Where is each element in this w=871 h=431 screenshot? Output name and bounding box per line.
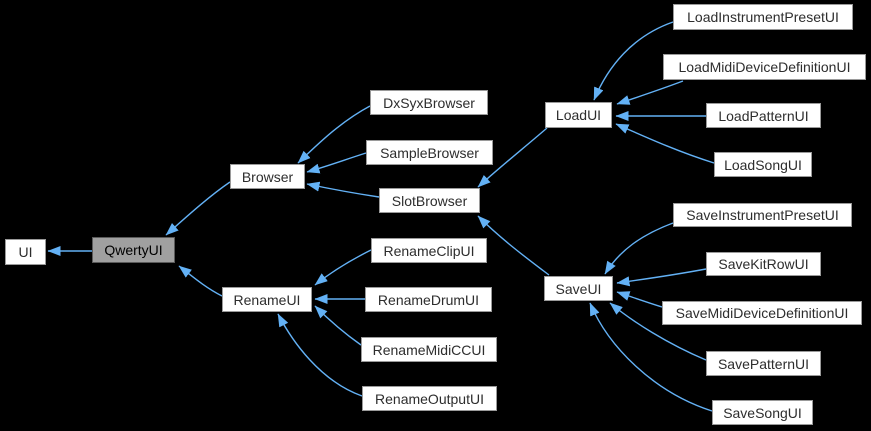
node-renamemidiccui[interactable]: RenameMidiCCUI: [361, 337, 497, 362]
node-renameui[interactable]: RenameUI: [222, 287, 312, 312]
edge-loadinstrumentpresetui-to-loadui: [593, 21, 674, 101]
node-saveinstrumentpresetui[interactable]: SaveInstrumentPresetUI: [673, 203, 852, 227]
node-slotbrowser[interactable]: SlotBrowser: [379, 188, 480, 213]
node-savesongui[interactable]: SaveSongUI: [712, 400, 813, 425]
edge-renamemidiccui-to-renameui: [314, 305, 362, 346]
node-loadsongui[interactable]: LoadSongUI: [714, 152, 812, 177]
edge-loadui-to-slotbrowser: [477, 127, 548, 188]
node-ui[interactable]: UI: [5, 239, 46, 265]
node-savekitrowui[interactable]: SaveKitRowUI: [706, 252, 821, 276]
node-renameclipui[interactable]: RenameClipUI: [371, 238, 487, 263]
node-dxsyxbrowser[interactable]: DxSyxBrowser: [370, 90, 488, 115]
edge-saveui-to-slotbrowser: [477, 215, 550, 276]
node-saveui[interactable]: SaveUI: [544, 276, 613, 301]
node-renamedrumui[interactable]: RenameDrumUI: [365, 287, 492, 312]
edge-loadmididevicedefinitionui-to-loadui: [616, 80, 684, 105]
node-savemididevicedefinitionui[interactable]: SaveMidiDeviceDefinitionUI: [662, 301, 862, 325]
edge-savekitrowui-to-saveui: [616, 268, 707, 287]
node-samplebrowser[interactable]: SampleBrowser: [366, 140, 493, 165]
edge-loadsongui-to-loadui: [615, 123, 715, 164]
edge-dxsyxbrowser-to-browser: [297, 105, 371, 164]
node-browser[interactable]: Browser: [230, 164, 305, 189]
edge-savepatternui-to-saveui: [609, 302, 707, 361]
node-loadui[interactable]: LoadUI: [545, 102, 612, 128]
edge-renameoutputui-to-renameui: [277, 313, 363, 397]
node-savepatternui[interactable]: SavePatternUI: [706, 351, 821, 376]
edge-saveinstrumentpresetui-to-saveui: [604, 222, 674, 275]
edge-renameui-to-qwertyui: [178, 265, 223, 297]
node-loadinstrumentpresetui[interactable]: LoadInstrumentPresetUI: [673, 4, 853, 30]
edge-browser-to-qwertyui: [165, 181, 231, 236]
edge-renameclipui-to-renameui: [314, 249, 372, 286]
edge-slotbrowser-to-browser: [306, 181, 380, 198]
node-loadpatternui[interactable]: LoadPatternUI: [706, 103, 821, 128]
edge-samplebrowser-to-browser: [306, 152, 367, 174]
node-renameoutputui[interactable]: RenameOutputUI: [362, 386, 497, 411]
node-qwertyui: QwertyUI: [92, 237, 175, 263]
node-loadmididevicedefinitionui[interactable]: LoadMidiDeviceDefinitionUI: [663, 54, 866, 80]
edge-savesongui-to-saveui: [589, 302, 713, 412]
edge-savemididevicedefinitionui-to-saveui: [616, 291, 663, 308]
